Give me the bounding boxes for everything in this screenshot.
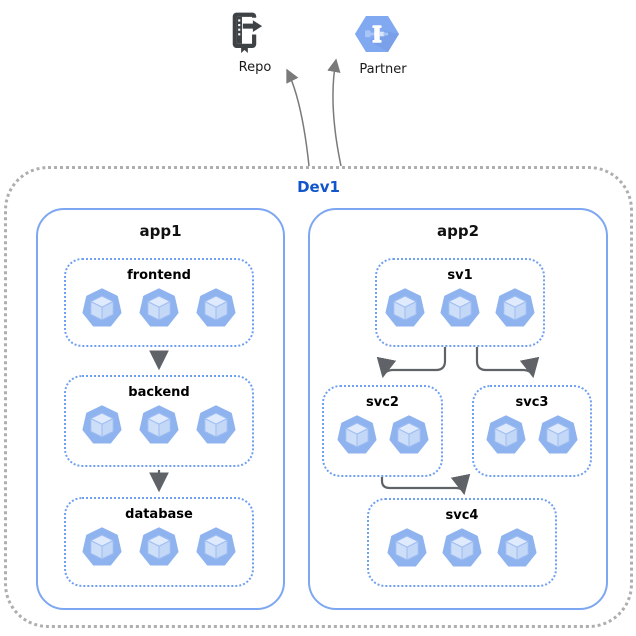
group-svc3: svc3 <box>472 385 592 477</box>
pod-icon <box>387 528 427 567</box>
pod-icon <box>139 288 179 327</box>
group-backend-label: backend <box>128 385 190 400</box>
pod-icon <box>495 288 535 327</box>
repo-label: Repo <box>238 60 272 75</box>
edge-dev1-partner <box>327 58 342 167</box>
partner-label: Partner <box>359 62 407 77</box>
pod-icon <box>538 415 578 454</box>
partner-hexagon-icon <box>354 13 400 55</box>
pod-icon <box>139 405 179 444</box>
group-svc3-label: svc3 <box>515 395 549 410</box>
group-svc2: svc2 <box>322 385 443 477</box>
source-repository-icon <box>226 9 268 55</box>
app1-label: app1 <box>139 222 182 240</box>
pod-icon <box>139 527 179 566</box>
pod-icon <box>82 405 122 444</box>
group-frontend-label: frontend <box>127 268 191 283</box>
group-frontend: frontend <box>64 258 254 347</box>
pod-icon <box>440 288 480 327</box>
pod-icon <box>196 288 236 327</box>
group-svc4: svc4 <box>367 498 557 587</box>
svc4-pods <box>387 528 537 568</box>
dev1-boundary <box>4 166 633 628</box>
group-svc4-label: svc4 <box>445 508 479 523</box>
edge-dev1-repo <box>286 68 310 167</box>
group-sv1: sv1 <box>375 258 545 347</box>
pod-icon <box>442 528 482 567</box>
pod-icon <box>486 415 526 454</box>
app2-label: app2 <box>436 222 480 240</box>
pod-icon <box>82 288 122 327</box>
group-sv1-label: sv1 <box>447 268 473 283</box>
pod-icon <box>385 288 425 327</box>
pod-icon <box>497 528 537 567</box>
svc3-pods <box>486 415 578 455</box>
dev1-boundary-label: Dev1 <box>297 178 340 196</box>
group-database-label: database <box>125 507 193 522</box>
pod-icon <box>196 527 236 566</box>
group-svc2-label: svc2 <box>366 395 399 410</box>
backend-pods <box>82 405 236 445</box>
group-backend: backend <box>64 375 254 467</box>
sv1-pods <box>385 288 535 328</box>
database-pods <box>82 527 236 567</box>
pod-icon <box>196 405 236 444</box>
pod-icon <box>336 415 377 454</box>
svc2-pods <box>336 415 429 455</box>
pod-icon <box>82 527 122 566</box>
frontend-pods <box>82 288 236 328</box>
pod-icon <box>388 415 429 454</box>
group-database: database <box>64 497 254 587</box>
